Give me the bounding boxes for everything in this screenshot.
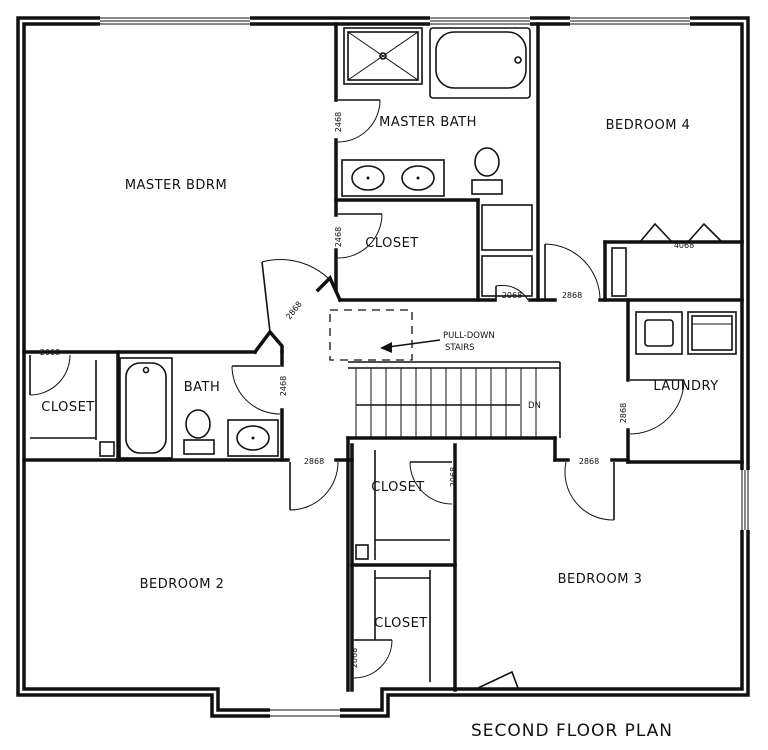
door-size-bedroom4: 2868 bbox=[562, 291, 582, 300]
door-size-linen: 2068 bbox=[502, 291, 522, 300]
room-label-master-closet: CLOSET bbox=[365, 236, 419, 251]
fixtures bbox=[119, 27, 737, 459]
pulldown-label-line2: STAIRS bbox=[445, 343, 475, 353]
stairs-down-label: DN bbox=[528, 401, 541, 411]
interior-walls bbox=[22, 22, 744, 692]
door-size-closet-mid: 2068 bbox=[449, 467, 458, 487]
room-label-master-bedroom: MASTER BDRM bbox=[125, 178, 227, 193]
master-bathtub bbox=[429, 27, 531, 99]
pulldown-arrow-head bbox=[380, 342, 392, 353]
room-label-master-bath: MASTER BATH bbox=[379, 115, 477, 130]
room-label-closet-left: CLOSET bbox=[41, 400, 95, 415]
stairs bbox=[348, 361, 561, 438]
door-size-closet-lower: 2068 bbox=[350, 648, 359, 668]
bathtub bbox=[119, 357, 173, 459]
room-label-bedroom-3: BEDROOM 3 bbox=[558, 572, 643, 587]
door-size-bedroom2: 2868 bbox=[304, 457, 324, 466]
room-label-bedroom-2: BEDROOM 2 bbox=[140, 577, 225, 592]
plan-title: SECOND FLOOR PLAN bbox=[471, 721, 673, 741]
pulldown-stairs-outline bbox=[329, 309, 413, 361]
door-size-laundry: 2868 bbox=[619, 403, 628, 423]
door-size-master-bedroom: 2868 bbox=[284, 300, 304, 322]
door-size-bedroom3: 2868 bbox=[579, 457, 599, 466]
room-label-closet-mid: CLOSET bbox=[371, 480, 425, 495]
room-label-bedroom-4: BEDROOM 4 bbox=[606, 118, 691, 133]
room-label-laundry: LAUNDRY bbox=[653, 379, 718, 394]
bath-toilet bbox=[185, 409, 211, 439]
exterior-walls bbox=[16, 16, 750, 718]
dryer bbox=[687, 311, 737, 355]
double-vanity bbox=[341, 159, 445, 197]
door-size-master-closet: 2468 bbox=[334, 227, 343, 247]
door-size-bath: 2468 bbox=[279, 376, 288, 396]
washer bbox=[635, 311, 683, 355]
door-size-closet-left: 2068 bbox=[40, 348, 60, 357]
door-labels: 2468 2468 2868 2068 2468 4068 2068 2868 … bbox=[40, 112, 694, 668]
pulldown-label-line1: PULL-DOWN bbox=[443, 331, 495, 341]
room-label-bath: BATH bbox=[184, 380, 221, 395]
room-labels: MASTER BDRM MASTER BATH BEDROOM 4 CLOSET… bbox=[41, 115, 718, 631]
door-size-bedroom4-closet: 4068 bbox=[674, 241, 694, 250]
master-toilet bbox=[474, 147, 500, 177]
pulldown-arrow-line bbox=[387, 339, 441, 348]
room-label-closet-lower: CLOSET bbox=[374, 616, 428, 631]
doors bbox=[29, 99, 723, 689]
door-size-master-bath: 2468 bbox=[334, 112, 343, 132]
